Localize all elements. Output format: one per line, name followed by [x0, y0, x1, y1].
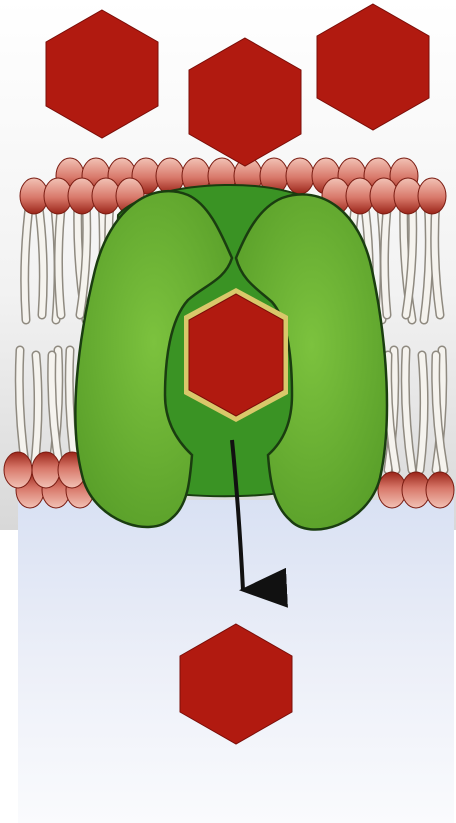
lipid-head-bottom-back	[32, 452, 60, 488]
lipid-head-bottom-back	[4, 452, 32, 488]
bound-solute-hexagon	[189, 294, 283, 416]
lipid-head-top-back	[286, 158, 314, 194]
lipid-tail-top	[58, 200, 62, 315]
lipid-head-top	[418, 178, 446, 214]
lipid-tail-top	[384, 200, 388, 315]
lipid-head-bottom	[426, 472, 454, 508]
